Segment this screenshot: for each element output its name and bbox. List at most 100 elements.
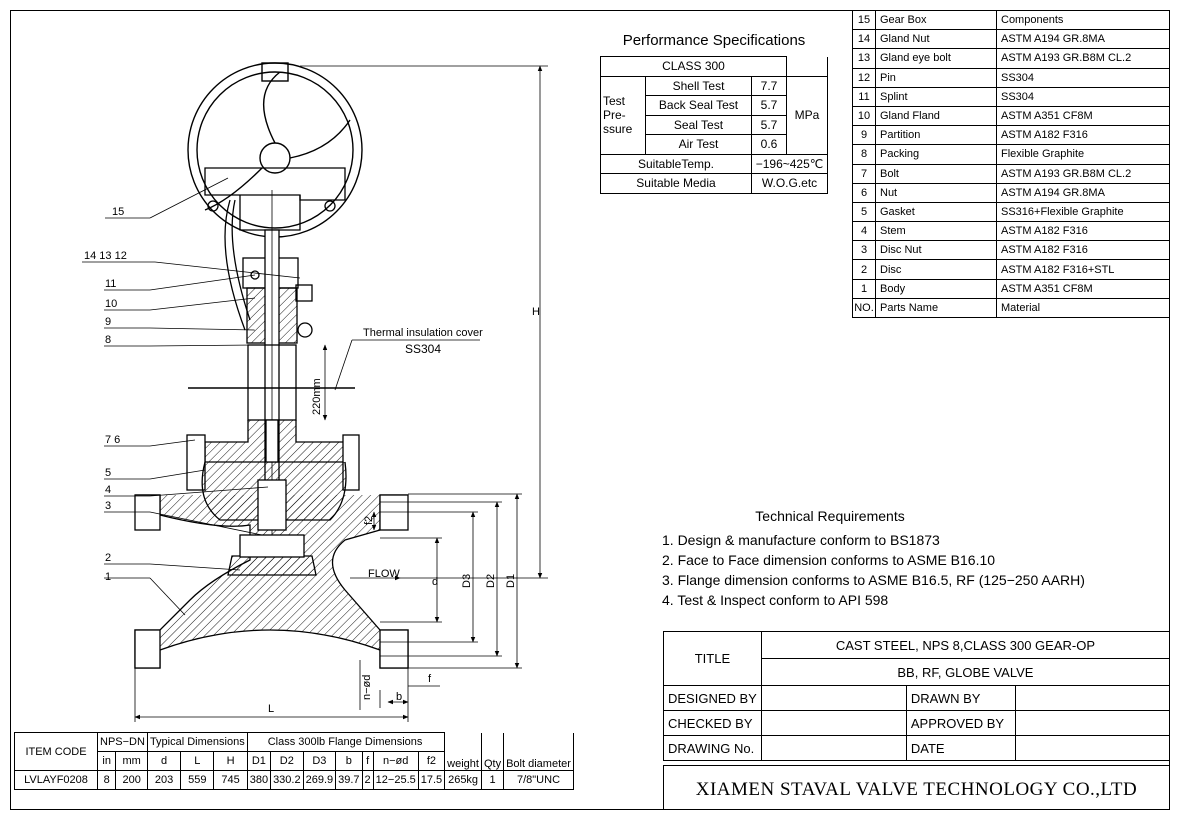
item-value: 200 xyxy=(115,770,148,790)
technical-item: 3. Flange dimension conforms to ASME B16… xyxy=(662,572,1085,588)
checked-by-value xyxy=(760,710,907,736)
part-name: Gland Fland xyxy=(875,105,997,127)
part-name: Stem xyxy=(875,221,997,242)
part-number: 15 xyxy=(852,9,876,31)
part-material: ASTM A193 GR.B8M CL.2 xyxy=(996,163,1170,184)
test-name: Back Seal Test xyxy=(645,95,752,116)
item-col-header: f2 xyxy=(417,751,446,771)
unit-cell: MPa xyxy=(786,75,828,155)
date-value xyxy=(1014,735,1171,761)
performance-title: Performance Specifications xyxy=(622,32,806,49)
item-value: 17.5 xyxy=(417,770,446,790)
title-label: TITLE xyxy=(663,631,762,686)
part-number: 12 xyxy=(852,67,876,88)
part-name: Pin xyxy=(875,67,997,88)
company-name: XIAMEN STAVAL VALVE TECHNOLOGY CO.,LTD xyxy=(663,765,1170,810)
item-col-header: n−ød xyxy=(372,751,419,771)
item-dimension-table: ITEM CODE NPS−DN Typical Dimensions Clas… xyxy=(14,732,574,790)
part-name: Body xyxy=(875,278,997,299)
class-cell: CLASS 300 xyxy=(600,56,787,77)
part-name: Splint xyxy=(875,86,997,107)
item-col-header: D1 xyxy=(246,751,272,771)
item-value: 269.9 xyxy=(302,770,337,790)
part-number: 5 xyxy=(852,201,876,223)
part-name: Partition xyxy=(875,125,997,146)
part-material: ASTM A194 GR.8MA xyxy=(996,29,1170,50)
item-value: 8 xyxy=(96,770,117,790)
performance-table: CLASS 300 Test Pre- ssure Shell Test 7.7… xyxy=(600,56,828,194)
part-material: ASTM A182 F316 xyxy=(996,221,1170,242)
item-col-header: d xyxy=(146,751,182,771)
part-number: NO. xyxy=(852,297,876,319)
part-name: Bolt xyxy=(875,163,997,184)
part-number: 4 xyxy=(852,221,876,242)
date-label: DATE xyxy=(905,735,1016,761)
part-material: ASTM A351 CF8M xyxy=(996,105,1170,127)
test-value: 5.7 xyxy=(751,95,787,116)
item-value: 1 xyxy=(480,770,505,790)
part-name: Gland eye bolt xyxy=(875,48,997,69)
item-col-header: mm xyxy=(115,751,148,771)
item-value: 559 xyxy=(180,770,215,790)
item-col-header: L xyxy=(180,751,215,771)
item-code: LVLAYF0208 xyxy=(14,770,98,790)
title-block: TITLE CAST STEEL, NPS 8,CLASS 300 GEAR-O… xyxy=(663,631,1171,761)
designed-by-value xyxy=(760,685,907,711)
part-number: 6 xyxy=(852,182,876,203)
nps-dn-header: NPS−DN xyxy=(97,732,148,752)
checked-by-label: CHECKED BY xyxy=(663,710,762,736)
test-value: 5.7 xyxy=(751,114,787,135)
drawing-no-label: DRAWING No. xyxy=(663,735,762,761)
item-col-header: D2 xyxy=(270,751,304,771)
part-name: Packing xyxy=(875,144,997,165)
item-col-header: weight xyxy=(444,732,482,771)
item-col-header: b xyxy=(335,751,363,771)
part-material: Components xyxy=(996,9,1170,31)
title-line1: CAST STEEL, NPS 8,CLASS 300 GEAR-OP xyxy=(760,631,1171,659)
part-material: ASTM A182 F316+STL xyxy=(996,259,1170,280)
part-material: Material xyxy=(996,297,1170,319)
drawn-by-label: DRAWN BY xyxy=(905,685,1016,711)
part-number: 13 xyxy=(852,48,876,69)
technical-list: 1. Design & manufacture conform to BS187… xyxy=(662,530,1085,610)
drawing-frame xyxy=(10,10,1170,810)
approved-by-label: APPROVED BY xyxy=(905,710,1016,736)
part-material: ASTM A193 GR.B8M CL.2 xyxy=(996,48,1170,69)
item-col-header: H xyxy=(213,751,248,771)
part-number: 9 xyxy=(852,125,876,146)
part-name: Gear Box xyxy=(875,9,997,31)
part-number: 10 xyxy=(852,105,876,127)
part-name: Gland Nut xyxy=(875,29,997,50)
item-col-header: Qty xyxy=(480,732,505,771)
technical-item: 2. Face to Face dimension conforms to AS… xyxy=(662,552,996,568)
temp-value: −196~425℃ xyxy=(751,153,828,174)
part-number: 7 xyxy=(852,163,876,184)
part-material: SS304 xyxy=(996,86,1170,107)
part-number: 1 xyxy=(852,278,876,299)
test-pressure-label: Test Pre- ssure xyxy=(600,75,646,155)
technical-title: Technical Requirements xyxy=(755,508,905,524)
part-material: ASTM A182 F316 xyxy=(996,125,1170,146)
part-name: Disc Nut xyxy=(875,240,997,261)
part-number: 2 xyxy=(852,259,876,280)
item-value: 39.7 xyxy=(335,770,363,790)
item-value: 380 xyxy=(246,770,272,790)
test-value: 7.7 xyxy=(751,75,787,96)
designed-by-label: DESIGNED BY xyxy=(663,685,762,711)
item-col-header: in xyxy=(96,751,117,771)
part-name: Nut xyxy=(875,182,997,203)
item-value: 745 xyxy=(213,770,248,790)
drawn-by-value xyxy=(1014,685,1171,711)
item-value: 7/8"UNC xyxy=(503,770,574,790)
